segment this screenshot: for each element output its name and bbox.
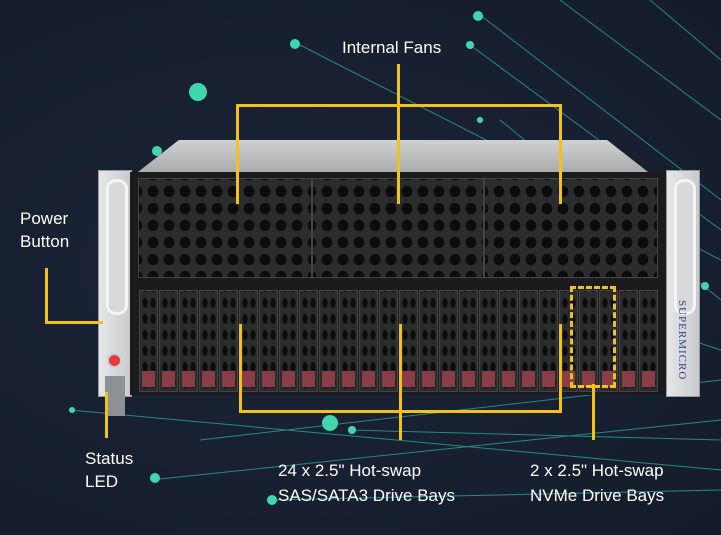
sas-drive-bay[interactable] xyxy=(299,290,318,392)
callout-line xyxy=(592,384,595,440)
drive-release-tab[interactable] xyxy=(622,371,635,387)
drive-release-tab[interactable] xyxy=(182,371,195,387)
fan-module xyxy=(484,178,658,278)
sas-drive-bay[interactable] xyxy=(619,290,638,392)
callout-line xyxy=(239,324,242,412)
drive-release-tab[interactable] xyxy=(342,371,355,387)
fan-module xyxy=(138,178,312,278)
drive-release-tab[interactable] xyxy=(442,371,455,387)
sas-drive-bay[interactable] xyxy=(279,290,298,392)
nvme-drive-bay[interactable] xyxy=(579,290,598,392)
label-line: LED xyxy=(85,472,119,491)
nvme-highlight-box xyxy=(570,286,616,388)
drive-release-tab[interactable] xyxy=(522,371,535,387)
sas-drive-bay[interactable] xyxy=(339,290,358,392)
brand-logo: SUPERMICRO xyxy=(676,300,688,381)
drive-release-tab[interactable] xyxy=(202,371,215,387)
sas-drive-bay[interactable] xyxy=(539,290,558,392)
drive-release-tab[interactable] xyxy=(282,371,295,387)
sas-drive-bay[interactable] xyxy=(639,290,658,392)
drive-release-tab[interactable] xyxy=(602,371,615,387)
sas-drive-bay[interactable] xyxy=(519,290,538,392)
label-line: Status xyxy=(85,449,134,468)
callout-line xyxy=(559,324,562,412)
label-line: Button xyxy=(20,232,70,251)
drive-release-tab[interactable] xyxy=(422,371,435,387)
right-handle xyxy=(674,179,696,315)
drive-release-tab[interactable] xyxy=(582,371,595,387)
left-rack-ear xyxy=(98,170,132,416)
drive-release-tab[interactable] xyxy=(162,371,175,387)
drive-release-tab[interactable] xyxy=(462,371,475,387)
power-button[interactable] xyxy=(107,353,122,368)
sas-drive-bay[interactable] xyxy=(439,290,458,392)
sas-drive-bay[interactable] xyxy=(179,290,198,392)
sas-drive-bay[interactable] xyxy=(319,290,338,392)
sas-drive-bay[interactable] xyxy=(479,290,498,392)
drive-release-tab[interactable] xyxy=(642,371,655,387)
drive-release-tab[interactable] xyxy=(482,371,495,387)
right-rack-ear xyxy=(666,170,700,397)
power-button-label: Power Button xyxy=(20,207,69,253)
callout-line xyxy=(236,104,239,204)
sas-drive-bay[interactable] xyxy=(379,290,398,392)
drive-release-tab[interactable] xyxy=(222,371,235,387)
drive-release-tab[interactable] xyxy=(402,371,415,387)
drive-release-tab[interactable] xyxy=(302,371,315,387)
sas-drive-bay[interactable] xyxy=(499,290,518,392)
callout-line xyxy=(399,324,402,440)
label-line: 2 x 2.5" Hot-swap xyxy=(530,461,664,480)
sas-drive-bay[interactable] xyxy=(219,290,238,392)
nvme-bays-label: 2 x 2.5" Hot-swap NVMe Drive Bays xyxy=(530,458,664,508)
sas-drive-bay[interactable] xyxy=(419,290,438,392)
fan-module xyxy=(312,178,484,278)
label-line: Power xyxy=(20,209,69,228)
front-panel xyxy=(130,172,666,395)
server-chassis: SUPERMICRO xyxy=(98,140,700,416)
sas-drive-bay[interactable] xyxy=(399,290,418,392)
sas-drive-bay[interactable] xyxy=(559,290,578,392)
drive-release-tab[interactable] xyxy=(262,371,275,387)
drive-release-tab[interactable] xyxy=(502,371,515,387)
callout-line xyxy=(105,392,108,438)
status-led-label: Status LED xyxy=(85,447,133,493)
sas-drive-bay[interactable] xyxy=(199,290,218,392)
sas-drive-bay[interactable] xyxy=(359,290,378,392)
drive-release-tab[interactable] xyxy=(322,371,335,387)
sas-drive-bay[interactable] xyxy=(159,290,178,392)
sas-drive-bay[interactable] xyxy=(259,290,278,392)
label-line: SAS/SATA3 Drive Bays xyxy=(278,486,455,505)
drive-release-tab[interactable] xyxy=(542,371,555,387)
sas-bays-label: 24 x 2.5" Hot-swap SAS/SATA3 Drive Bays xyxy=(278,458,455,508)
callout-line xyxy=(397,64,400,204)
callout-line xyxy=(559,104,562,204)
label-line: NVMe Drive Bays xyxy=(530,486,665,505)
drive-release-tab[interactable] xyxy=(242,371,255,387)
drive-release-tab[interactable] xyxy=(142,371,155,387)
callout-line xyxy=(45,268,48,324)
callout-line xyxy=(45,321,103,324)
chassis-lid xyxy=(138,140,648,172)
internal-fans-label: Internal Fans xyxy=(342,38,442,57)
status-led-panel xyxy=(105,376,125,416)
sas-drive-bay[interactable] xyxy=(459,290,478,392)
drive-release-tab[interactable] xyxy=(382,371,395,387)
left-handle xyxy=(106,179,128,315)
drive-release-tab[interactable] xyxy=(362,371,375,387)
sas-drive-bay[interactable] xyxy=(139,290,158,392)
label-line: 24 x 2.5" Hot-swap xyxy=(278,461,422,480)
